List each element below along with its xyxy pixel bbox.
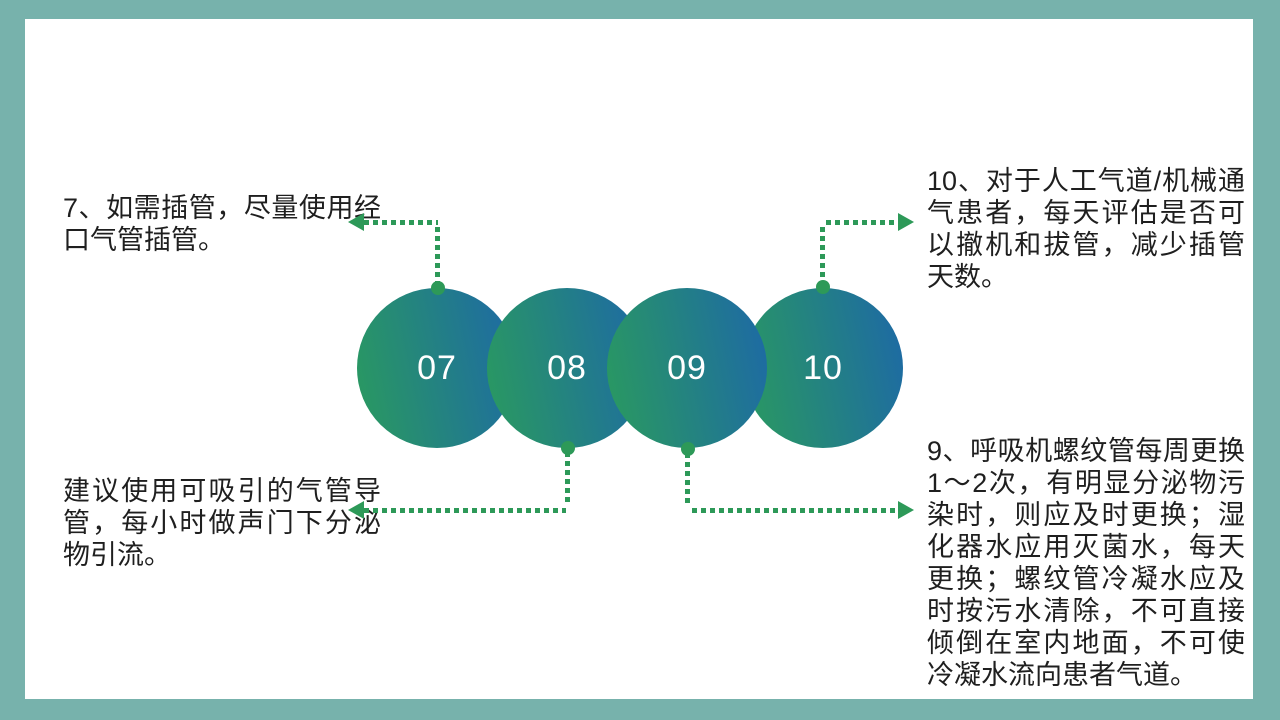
connector-09-horizontal-line: [692, 508, 898, 513]
note-step-07: 7、如需插管，尽量使用经口气管插管。: [63, 193, 381, 255]
step-circle-09: 09: [607, 288, 767, 448]
connector-07-vertical-line: [435, 227, 440, 282]
connector-dot-09: [681, 442, 695, 456]
connector-09-vertical-line: [685, 453, 690, 506]
arrowhead-right-icon: [898, 501, 914, 519]
arrowhead-right-icon: [898, 213, 914, 231]
arrowhead-left-icon: [348, 501, 364, 519]
connector-07-horizontal-line: [364, 220, 438, 225]
note-step-09: 9、呼吸机螺纹管每周更换1～2次，有明显分泌物污染时，则应及时更换；湿化器水应用…: [927, 436, 1245, 690]
connector-10-vertical-line: [820, 227, 825, 282]
connector-08-vertical-line: [565, 452, 570, 506]
connector-08-horizontal-line: [364, 508, 566, 513]
step-number-10: 10: [803, 348, 843, 387]
note-step-08: 建议使用可吸引的气管导管，每小时做声门下分泌物引流。: [63, 476, 381, 570]
step-number-07: 07: [417, 348, 457, 387]
connector-10-horizontal-line: [826, 220, 898, 225]
note-step-10: 10、对于人工气道/机械通气患者，每天评估是否可以撤机和拔管，减少插管天数。: [927, 166, 1245, 292]
connector-dot-07: [431, 281, 445, 295]
connector-dot-10: [816, 280, 830, 294]
connector-dot-08: [561, 441, 575, 455]
step-circle-10: 10: [743, 288, 903, 448]
step-number-09: 09: [667, 348, 707, 387]
arrowhead-left-icon: [348, 213, 364, 231]
step-number-08: 08: [547, 348, 587, 387]
